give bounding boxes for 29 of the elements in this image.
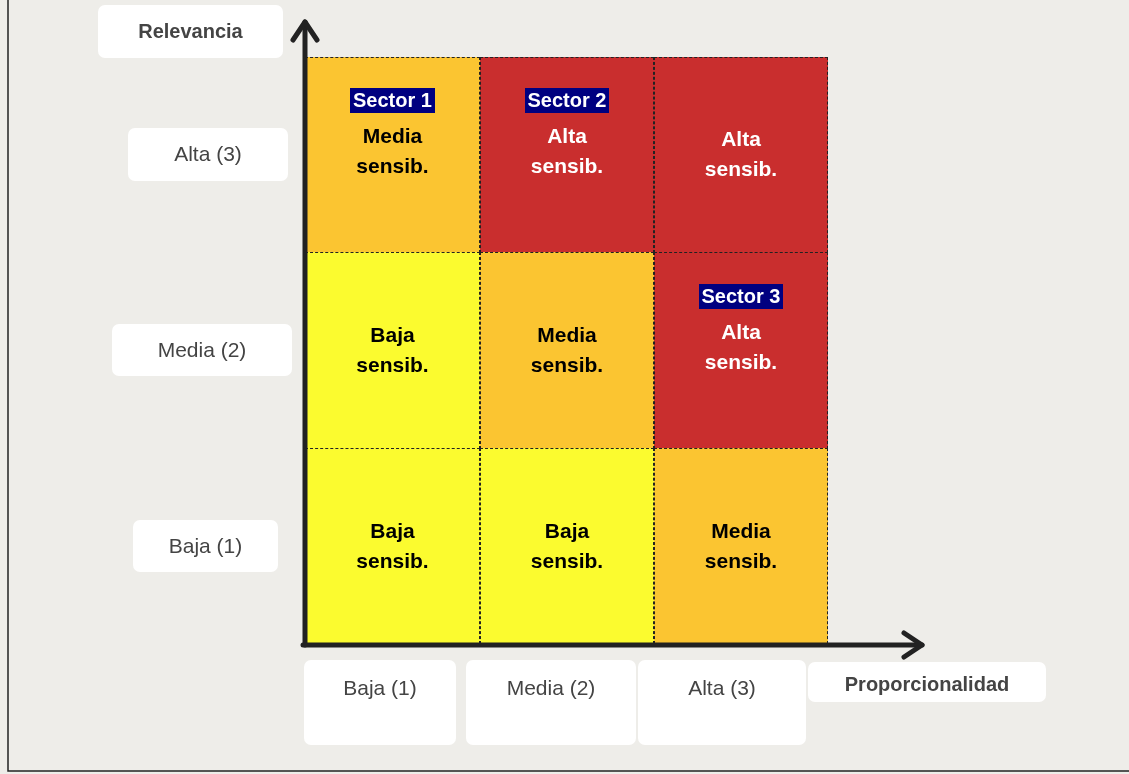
axis-level-text: Baja (1) bbox=[343, 676, 417, 700]
sector-tag: Sector 2 bbox=[524, 88, 610, 113]
matrix-cell bbox=[654, 448, 828, 644]
matrix-cell bbox=[480, 252, 654, 449]
sensitivity-text: Baja sensib. bbox=[355, 322, 430, 378]
sensitivity-text: Alta sensib. bbox=[703, 319, 779, 375]
sensitivity-text: Media sensib. bbox=[355, 123, 430, 179]
sensitivity-text: Baja sensib. bbox=[355, 518, 430, 574]
axis-level-text: Alta (3) bbox=[688, 676, 756, 700]
matrix-cell bbox=[654, 57, 828, 253]
axis-level-text: Media (2) bbox=[157, 338, 247, 362]
matrix-cell bbox=[654, 252, 828, 449]
matrix-cell bbox=[305, 448, 480, 644]
sector-tag: Sector 3 bbox=[698, 284, 784, 309]
sector-tag: Sector 1 bbox=[350, 88, 435, 113]
matrix-cell bbox=[305, 57, 480, 253]
axis-level-text: Alta (3) bbox=[174, 142, 242, 166]
axis-title: Proporcionalidad bbox=[844, 672, 1010, 696]
sensitivity-text: Alta sensib. bbox=[529, 123, 605, 179]
matrix-cell bbox=[480, 448, 654, 644]
sensitivity-text: Alta sensib. bbox=[703, 126, 779, 182]
sensitivity-text: Baja sensib. bbox=[529, 518, 605, 574]
axis-level-text: Media (2) bbox=[506, 676, 596, 700]
axis-level-text: Baja (1) bbox=[168, 534, 243, 558]
axis-title: Relevancia bbox=[138, 19, 243, 43]
sensitivity-text: Media sensib. bbox=[703, 518, 779, 574]
sensitivity-text: Media sensib. bbox=[529, 322, 605, 378]
matrix-cell bbox=[480, 57, 654, 253]
matrix-cell bbox=[305, 252, 480, 449]
